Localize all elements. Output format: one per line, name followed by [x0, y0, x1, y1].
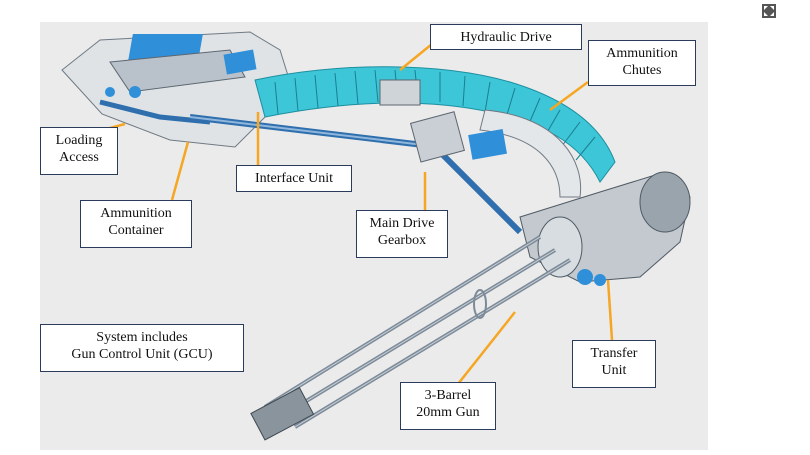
barrel-line2: 20mm Gun	[416, 405, 480, 420]
expand-icon[interactable]	[762, 4, 776, 18]
system-line2: Gun Control Unit (GCU)	[71, 347, 213, 362]
main-drive-line2: Gearbox	[377, 233, 427, 248]
gun-body-graphic	[519, 171, 691, 286]
ammunition-chutes-line1: Ammunition	[606, 46, 678, 61]
loading-access-line2: Access	[59, 150, 99, 165]
barrel-line1: 3-Barrel	[424, 388, 472, 403]
transfer-unit-line1: Transfer	[590, 346, 638, 361]
gun-system-illustration	[61, 31, 691, 441]
ammunition-container-graphic	[61, 31, 291, 148]
label-hydraulic-drive: Hydraulic Drive	[430, 24, 582, 50]
system-line1: System includes	[96, 330, 188, 345]
loading-access-line1: Loading	[55, 133, 103, 148]
label-interface-unit: Interface Unit	[236, 165, 352, 192]
transfer-unit-line2: Unit	[601, 363, 627, 378]
label-main-drive-gearbox: Main Drive Gearbox	[356, 210, 448, 258]
interface-unit-text: Interface Unit	[254, 171, 334, 186]
label-ammunition-container: Ammunition Container	[80, 200, 192, 248]
ammunition-container-line1: Ammunition	[100, 206, 172, 221]
ammunition-chutes-line2: Chutes	[622, 63, 662, 78]
main-drive-line1: Main Drive	[369, 216, 435, 231]
ammunition-container-line2: Container	[108, 223, 164, 238]
leader-arrows	[94, 43, 614, 385]
barrels-graphic	[250, 235, 572, 441]
label-3-barrel-gun: 3-Barrel 20mm Gun	[400, 382, 496, 430]
label-loading-access: Loading Access	[40, 127, 118, 175]
hydraulic-drive-text: Hydraulic Drive	[460, 30, 552, 45]
label-ammunition-chutes: Ammunition Chutes	[588, 40, 696, 86]
label-system-includes: System includes Gun Control Unit (GCU)	[40, 324, 244, 372]
label-transfer-unit: Transfer Unit	[572, 340, 656, 388]
drive-shaft-graphic	[189, 79, 523, 235]
diagram-figure: Hydraulic Drive Ammunition Chutes Loadin…	[40, 22, 708, 450]
